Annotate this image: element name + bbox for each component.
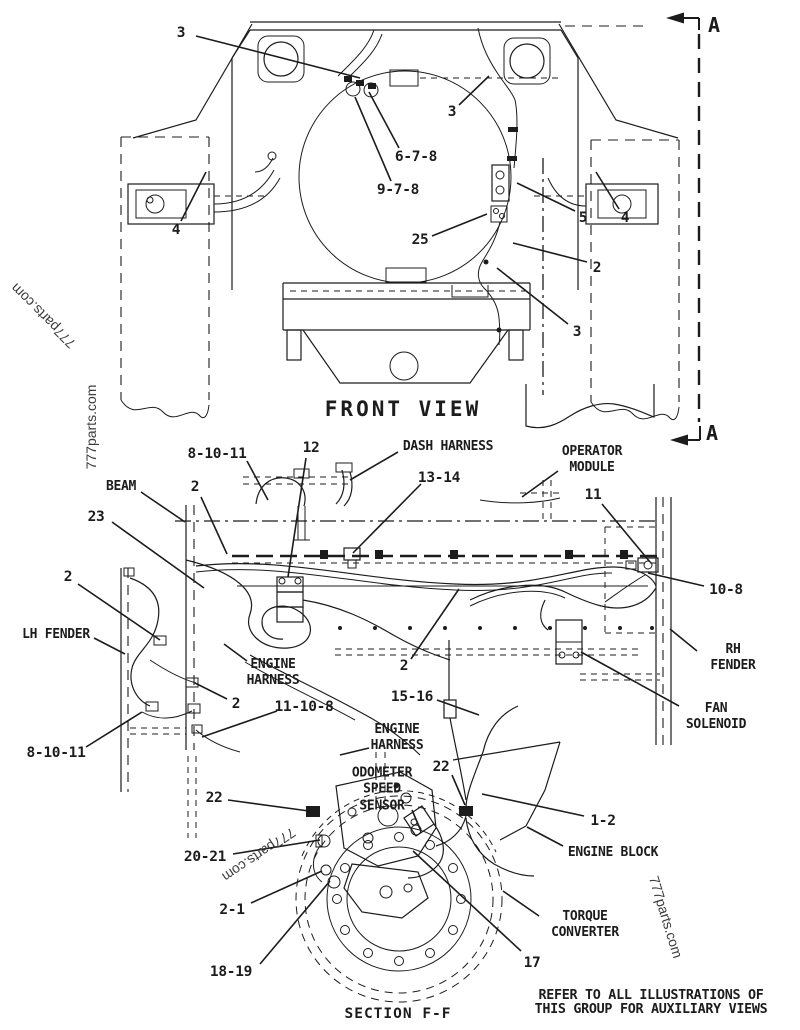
- leader-line-20-21: [232, 839, 321, 855]
- callout-5: 5: [578, 209, 588, 226]
- callout-6-7-8: 6-7-8: [394, 148, 438, 165]
- callout-2: 2: [190, 478, 200, 495]
- callout-11-10-8: 11-10-8: [274, 698, 334, 715]
- section-view-title: SECTION F-F: [344, 1006, 452, 1022]
- leader-line-17: [412, 850, 522, 952]
- leader-line-torque-converter: [502, 890, 540, 917]
- leader-line-operator-module: [521, 470, 559, 498]
- leader-line-25: [431, 213, 488, 237]
- callout-25: 25: [411, 231, 429, 248]
- callout-8-10-11: 8-10-11: [187, 445, 247, 462]
- leader-line-1-2: [481, 793, 585, 817]
- leader-line-4: [180, 171, 207, 222]
- callout-3: 3: [176, 24, 186, 41]
- leader-line-2: [410, 588, 460, 660]
- leader-line-fan-solenoid: [580, 651, 680, 707]
- callout-17: 17: [523, 954, 541, 971]
- callout-8-10-11: 8-10-11: [26, 744, 86, 761]
- leader-line-2: [77, 583, 161, 641]
- leader-line-engine-harness: [223, 643, 248, 662]
- leader-line-8-10-11: [85, 711, 143, 748]
- callout-2: 2: [63, 568, 73, 585]
- leader-line-15-16: [436, 699, 480, 716]
- callout-2: 2: [592, 259, 602, 276]
- section-line-a-a: [666, 12, 701, 446]
- callout-operator-module: OPERATOR MODULE: [561, 443, 623, 475]
- callout-20-21: 20-21: [183, 848, 227, 865]
- leader-line-odometer-speed-sensor: [411, 809, 422, 832]
- callout-4: 4: [620, 209, 630, 226]
- callout-22: 22: [432, 758, 450, 775]
- section-view-structure: [120, 384, 672, 1003]
- note-line-1: REFER TO ALL ILLUSTRATIONS OF: [538, 987, 764, 1003]
- callout-fan-solenoid: FAN SOLENOID: [685, 700, 747, 732]
- callout-3: 3: [572, 323, 582, 340]
- callout-23: 23: [87, 508, 105, 525]
- callout-15-16: 15-16: [390, 688, 434, 705]
- leader-line-8-10-11: [246, 460, 269, 501]
- leader-line-4: [595, 171, 620, 210]
- callout-dash-harness: DASH HARNESS: [402, 438, 494, 454]
- callout-13-14: 13-14: [417, 469, 461, 486]
- leader-line-5: [516, 182, 576, 212]
- leader-lines: [77, 35, 705, 965]
- front-view-title: FRONT VIEW: [324, 397, 482, 421]
- callout-engine-harness: ENGINE HARNESS: [370, 721, 424, 753]
- callout-12: 12: [302, 439, 320, 456]
- leader-line-18-19: [259, 880, 331, 965]
- leader-line-beam: [140, 491, 186, 523]
- leader-line-12: [287, 457, 307, 578]
- callout-lh-fender: LH FENDER: [22, 626, 90, 642]
- leader-line-3: [195, 35, 361, 79]
- leader-line-engine-harness: [339, 747, 370, 756]
- leader-line-11: [601, 503, 651, 563]
- callout-18-19: 18-19: [209, 963, 253, 980]
- leader-line-6-7-8: [368, 91, 400, 149]
- callout-2-1: 2-1: [219, 901, 245, 918]
- callout-4: 4: [171, 221, 181, 238]
- callout-22: 22: [205, 789, 223, 806]
- note-line-2: THIS GROUP FOR AUXILIARY VIEWS: [534, 1002, 768, 1017]
- leader-line-engine-block: [526, 826, 564, 847]
- callout-1-2: 1-2: [590, 812, 616, 829]
- callout-torque-converter: TORQUE CONVERTER: [551, 908, 619, 940]
- section-marker-a-bottom: A: [705, 421, 719, 445]
- leader-line-2: [194, 682, 228, 700]
- leader-line-9-7-8: [354, 96, 392, 182]
- callout-beam: BEAM: [105, 478, 137, 494]
- callout-engine-block: ENGINE BLOCK: [567, 844, 659, 860]
- callout-9-7-8: 9-7-8: [376, 181, 420, 198]
- leader-line-2: [200, 496, 228, 555]
- callout-11: 11: [584, 486, 602, 503]
- leader-line-lh-fender: [93, 637, 126, 655]
- leader-line-2: [512, 242, 588, 263]
- leader-line-11-10-8: [201, 710, 278, 738]
- section-marker-a-top: A: [707, 13, 721, 37]
- leader-line-23: [111, 521, 205, 589]
- front-view-machine-outline: [120, 21, 680, 421]
- callout-10-8: 10-8: [709, 581, 743, 598]
- callout-2: 2: [231, 695, 241, 712]
- callout-rh-fender: RH FENDER: [710, 641, 756, 673]
- leader-line-22: [227, 799, 310, 812]
- callout-2: 2: [399, 657, 409, 674]
- leader-line-22: [451, 774, 466, 806]
- callout-3: 3: [447, 103, 457, 120]
- leader-line-2-1: [250, 870, 323, 904]
- callout-engine-harness: ENGINE HARNESS: [246, 656, 300, 688]
- leader-line-3: [496, 267, 569, 325]
- auxiliary-views-note: REFER TO ALL ILLUSTRATIONS OF THIS GROUP…: [534, 987, 768, 1017]
- callout-odometer-speed-sensor: ODOMETER SPEED SENSOR: [351, 765, 413, 814]
- leader-line-3: [458, 75, 490, 106]
- leader-line-10-8: [647, 572, 705, 587]
- leader-line-13-14: [352, 483, 422, 554]
- leader-line-dash-harness: [349, 451, 399, 481]
- watermark-left-vertical: 777parts.com: [83, 384, 99, 470]
- leader-line-rh-fender: [669, 628, 698, 652]
